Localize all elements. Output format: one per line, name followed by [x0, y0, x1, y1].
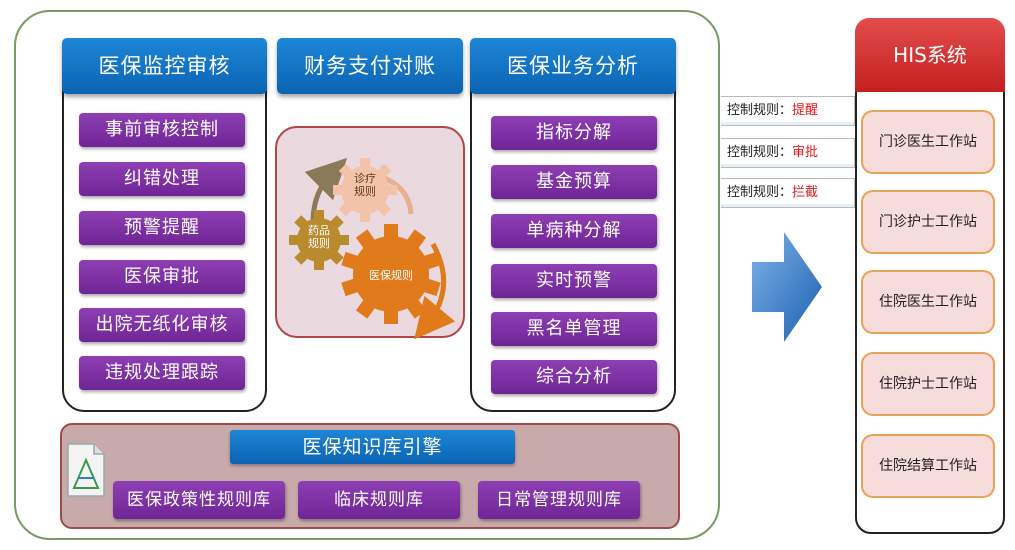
analysis-item: 基金预算: [491, 165, 657, 199]
analysis-item: 单病种分解: [491, 214, 657, 248]
workstation-item: 住院结算工作站: [861, 434, 995, 498]
clinical-rule-label: 诊疗 规则: [354, 172, 376, 198]
rules-gear-panel: 诊疗 规则 药品 规则 医保规则: [275, 126, 465, 340]
workstation-item: 住院护士工作站: [861, 352, 995, 416]
knowledge-base-title: 医保知识库引擎: [230, 430, 515, 464]
gears-icon: [289, 157, 456, 340]
rule-tag-remind: 控制规则：提醒: [721, 96, 855, 126]
knowledge-item: 日常管理规则库: [478, 481, 640, 519]
analysis-item: 综合分析: [491, 360, 657, 394]
drug-rule-label: 药品 规则: [308, 224, 330, 250]
monitor-item: 出院无纸化审核: [79, 308, 245, 342]
workstation-item: 门诊护士工作站: [861, 190, 995, 254]
finance-title: 财务支付对账: [277, 38, 463, 94]
monitor-item: 医保审批: [79, 260, 245, 294]
knowledge-item: 临床规则库: [298, 481, 460, 519]
analysis-item: 指标分解: [491, 116, 657, 150]
monitor-title: 医保监控审核: [62, 38, 267, 94]
flow-arrow-icon: [752, 232, 822, 342]
document-icon: [67, 443, 105, 497]
monitor-item: 事前审核控制: [79, 113, 245, 147]
rule-tag-prefix: 控制规则：: [727, 185, 793, 200]
rule-tag-prefix: 控制规则：: [727, 103, 793, 118]
rule-tag-action: 提醒: [792, 103, 819, 118]
analysis-title: 医保业务分析: [470, 38, 676, 94]
knowledge-item: 医保政策性规则库: [113, 481, 285, 519]
workstation-item: 门诊医生工作站: [861, 110, 995, 174]
monitor-item: 预警提醒: [79, 211, 245, 245]
his-title: HIS系统: [855, 18, 1005, 92]
rule-tag-approve: 控制规则：审批: [721, 138, 855, 168]
workstation-item: 住院医生工作站: [861, 270, 995, 334]
monitor-item: 纠错处理: [79, 162, 245, 196]
insurance-rule-label: 医保规则: [369, 269, 413, 282]
analysis-item: 实时预警: [491, 264, 657, 298]
rule-tag-prefix: 控制规则：: [727, 145, 793, 160]
rule-tag-block: 控制规则：拦截: [721, 178, 855, 208]
monitor-item: 违规处理跟踪: [79, 356, 245, 390]
analysis-item: 黑名单管理: [491, 312, 657, 346]
rule-tag-action: 审批: [792, 145, 819, 160]
rule-tag-action: 拦截: [792, 185, 819, 200]
